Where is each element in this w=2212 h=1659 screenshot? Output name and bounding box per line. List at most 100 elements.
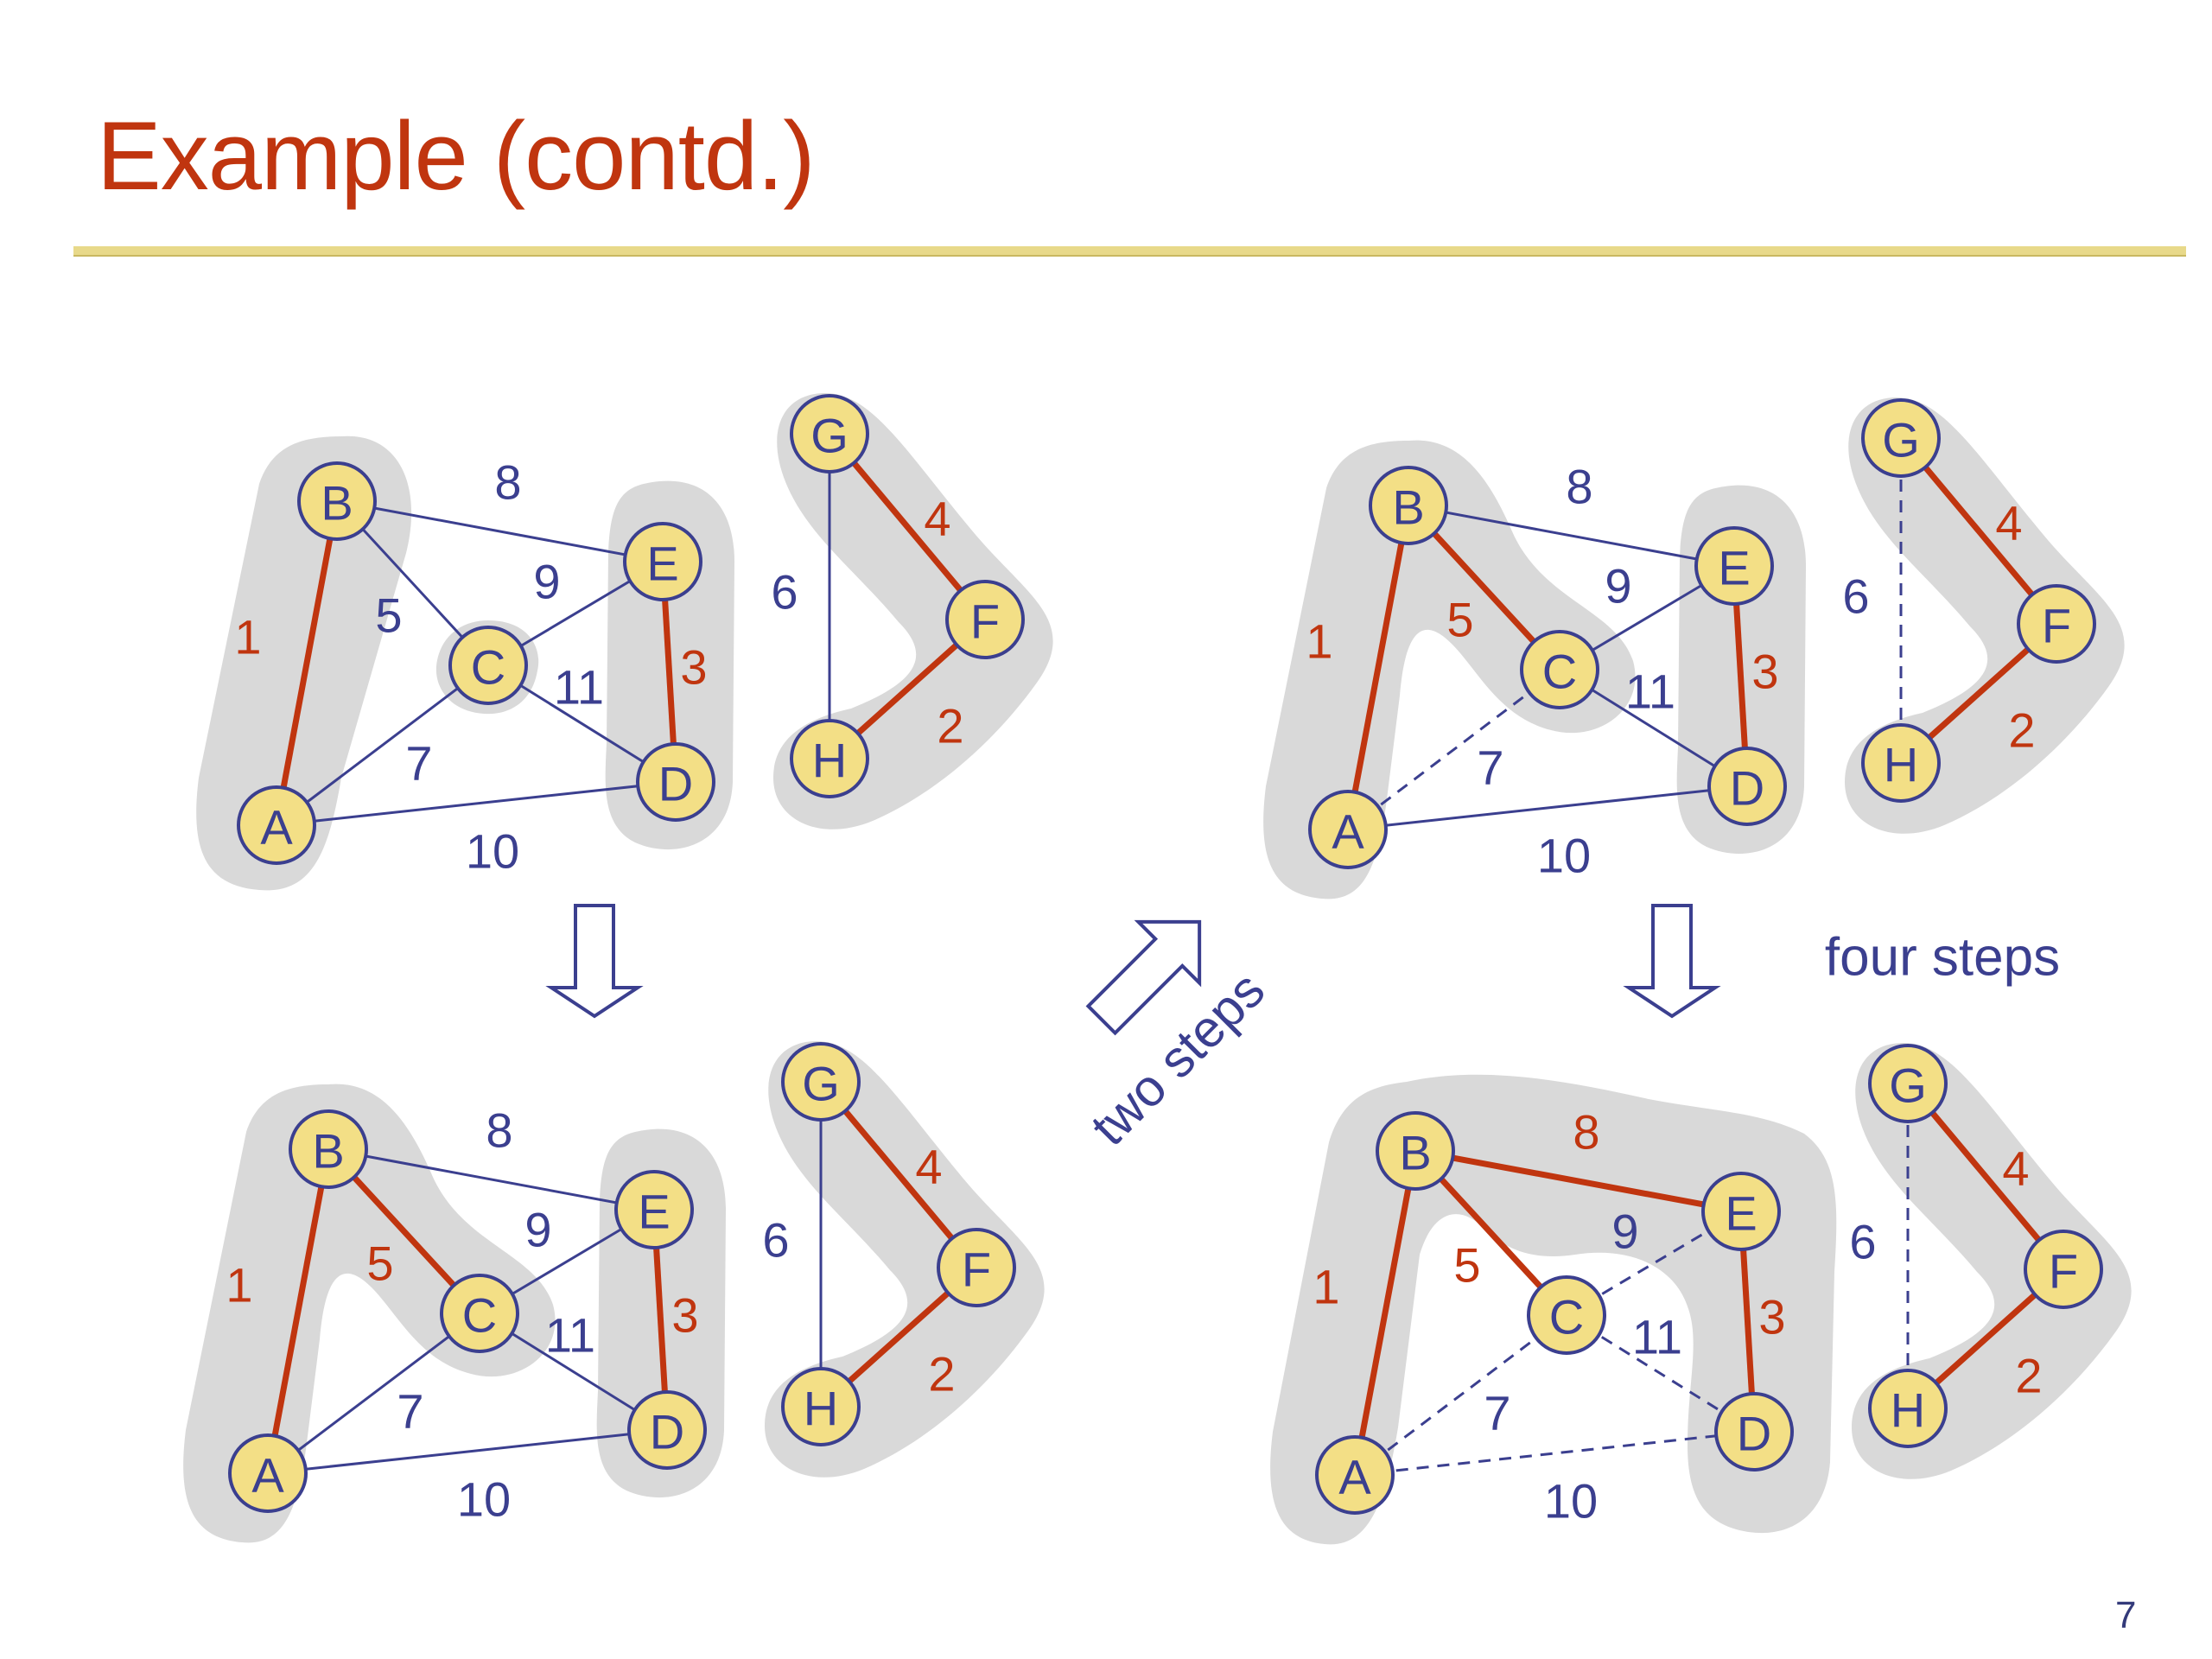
transition-label-four-steps: four steps — [1825, 928, 2060, 988]
node-label-a: A — [260, 800, 293, 855]
node-label-b: B — [1399, 1126, 1431, 1180]
slide-title: Example (contd.) — [97, 102, 816, 210]
component-cluster — [1852, 1043, 2132, 1479]
edge-weight-de: 3 — [680, 640, 707, 695]
page-number: 7 — [2115, 1594, 2137, 1637]
edge-weight-ab: 1 — [226, 1258, 252, 1313]
node-label-h: H — [804, 1382, 838, 1436]
node-label-c: C — [471, 640, 505, 695]
edge-ab — [273, 500, 340, 826]
edge-weight-ad: 10 — [466, 824, 519, 879]
edge-weight-ac: 7 — [1484, 1386, 1510, 1440]
edge-fg — [827, 431, 988, 622]
edge-fg — [818, 1079, 979, 1270]
node-label-c: C — [462, 1288, 497, 1343]
edge-weight-ce: 9 — [1611, 1205, 1638, 1259]
edge-weight-de: 3 — [671, 1288, 698, 1343]
component-cluster — [773, 393, 1053, 830]
edge-weight-fh: 2 — [2015, 1349, 2042, 1403]
edge-weight-ab: 1 — [1306, 614, 1332, 669]
node-e — [1694, 526, 1774, 606]
node-label-e: E — [1725, 1186, 1757, 1241]
edge-ab — [1344, 505, 1412, 830]
title-rule — [73, 246, 2186, 257]
edge-weight-fh: 2 — [928, 1347, 955, 1402]
node-label-b: B — [312, 1124, 344, 1179]
node-d — [627, 1390, 707, 1470]
node-c — [440, 1274, 519, 1353]
edge-weight-be: 8 — [1573, 1105, 1599, 1160]
node-label-f: F — [2049, 1244, 2078, 1299]
edge-ac — [276, 664, 489, 827]
edge-weight-de: 3 — [1758, 1290, 1785, 1344]
edge-weight-gh: 6 — [771, 565, 798, 620]
edge-fg — [1898, 435, 2059, 626]
component-cluster — [1845, 397, 2125, 834]
edge-weight-de: 3 — [1751, 645, 1778, 699]
node-label-c: C — [1542, 645, 1577, 699]
node-d — [1707, 747, 1787, 826]
node-a — [1315, 1435, 1395, 1515]
node-label-a: A — [1332, 804, 1364, 859]
node-label-f: F — [2042, 599, 2071, 653]
edge-be — [1408, 504, 1735, 568]
node-label-d: D — [658, 757, 693, 811]
node-d — [636, 742, 715, 822]
node-f — [2017, 584, 2096, 664]
component-cluster — [1270, 1074, 1837, 1545]
node-a — [237, 785, 316, 865]
edge-ad — [267, 1428, 668, 1475]
node-label-h: H — [1884, 738, 1918, 792]
node-label-d: D — [1737, 1407, 1771, 1461]
node-label-e: E — [646, 537, 678, 591]
edge-ad — [276, 780, 677, 827]
node-label-e: E — [1718, 541, 1750, 595]
node-a — [1308, 790, 1388, 869]
node-h — [1861, 723, 1941, 803]
node-h — [790, 719, 869, 798]
node-b — [1369, 466, 1448, 545]
edge-weight-ce: 9 — [1605, 559, 1631, 613]
edge-weight-bc: 5 — [1453, 1238, 1480, 1293]
edge-be — [336, 499, 664, 563]
node-a — [228, 1433, 308, 1513]
down-arrow-right — [1623, 904, 1721, 1019]
node-b — [1376, 1111, 1455, 1191]
edge-ad — [1347, 785, 1748, 831]
node-d — [1714, 1392, 1794, 1471]
node-label-g: G — [802, 1057, 840, 1111]
edge-weight-be: 8 — [494, 455, 521, 510]
node-c — [448, 626, 528, 705]
node-label-g: G — [1882, 413, 1920, 467]
down-arrow-left — [545, 904, 644, 1019]
node-e — [614, 1170, 694, 1249]
node-g — [781, 1042, 861, 1122]
node-g — [790, 394, 869, 474]
node-c — [1527, 1275, 1606, 1355]
diagonal-arrow — [1085, 919, 1202, 1036]
edge-weight-bc: 5 — [375, 588, 402, 643]
edge-weight-ad: 10 — [1537, 829, 1591, 883]
node-label-d: D — [1730, 761, 1764, 816]
edge-ac — [267, 1312, 480, 1475]
edge-weight-gh: 6 — [762, 1213, 789, 1268]
edge-weight-cd: 11 — [1625, 664, 1675, 719]
node-label-h: H — [1891, 1383, 1925, 1438]
edge-weight-cd: 11 — [545, 1308, 595, 1363]
edge-weight-cd: 11 — [1632, 1310, 1682, 1364]
node-f — [945, 580, 1025, 659]
node-label-c: C — [1549, 1290, 1584, 1344]
edge-be — [1414, 1147, 1742, 1215]
edge-weight-gh: 6 — [1842, 569, 1869, 624]
node-label-g: G — [810, 409, 849, 463]
node-e — [623, 522, 702, 601]
node-c — [1520, 630, 1599, 709]
node-label-h: H — [812, 734, 847, 788]
edge-weight-be: 8 — [486, 1103, 512, 1158]
edge-weight-ce: 9 — [524, 1203, 551, 1257]
edge-be — [327, 1147, 655, 1211]
edge-weight-fg: 4 — [1995, 496, 2022, 550]
